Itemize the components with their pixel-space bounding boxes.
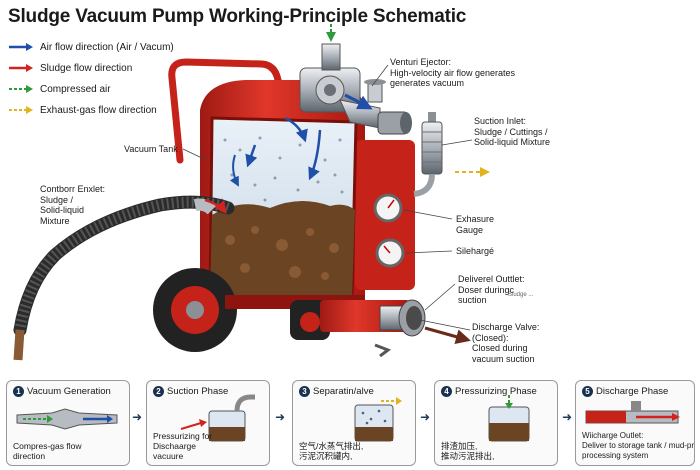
legend-exhaust: Exhaust-gas flow direction [8,103,157,117]
suction-filter [421,121,443,175]
exhaust-gauge-label: Exhasure Gauge [456,214,495,235]
silencer-label: Silehargé [456,246,495,256]
legend-label: Air flow direction (Air / Vacum) [40,41,174,53]
delivery-small-note: Sludge ... [508,292,534,298]
pump-schematic [13,24,490,361]
legend-air: Air flow direction (Air / Vacum) [8,40,174,54]
yellow-dashed-arrow-icon [9,106,33,114]
tank-suction-icon [180,394,255,442]
step-arrow-icon: ➜ [420,410,431,424]
discharge-valve-callout: Discharge Valve: (Closed): Closed during… [472,322,540,364]
discharge-pipe-icon [585,401,680,424]
step-arrow-icon: ➜ [275,410,286,424]
vacuum-tank-label: Vacuum Tank [124,144,178,154]
pressurizing-tank-icon [488,395,530,442]
legend-sludge: Sludge flow direction [8,61,132,75]
legend-compressed: Compressed air [8,82,111,96]
legend-label: Compressed air [40,83,111,95]
outlet-callout: Contborr Enxlet: Sludge / Solid-liquid M… [40,184,106,226]
blue-arrow-icon [9,43,33,51]
legend-label: Sludge flow direction [40,62,133,74]
suction-inlet-callout: Suction Inlet: Sludge / Cuttings / Solid… [474,116,551,147]
green-dashed-arrow-icon [9,85,33,93]
red-arrow-icon [9,64,33,72]
legend-label: Exhaust-gas flow direction [40,104,157,116]
separation-tank-icon [354,397,402,442]
step-arrow-icon: ➜ [562,410,573,424]
delivery-callout: Deliverel Outtlet: Doser duringc suction [458,274,525,305]
page-title: Sludge Vacuum Pump Working-Principle Sch… [8,6,467,27]
handle-frame [168,58,288,164]
venturi-callout: Venturi Ejector: High-velocity air flow … [390,57,516,88]
step-arrow-icon: ➜ [132,410,143,424]
ejector-icon [16,408,118,430]
